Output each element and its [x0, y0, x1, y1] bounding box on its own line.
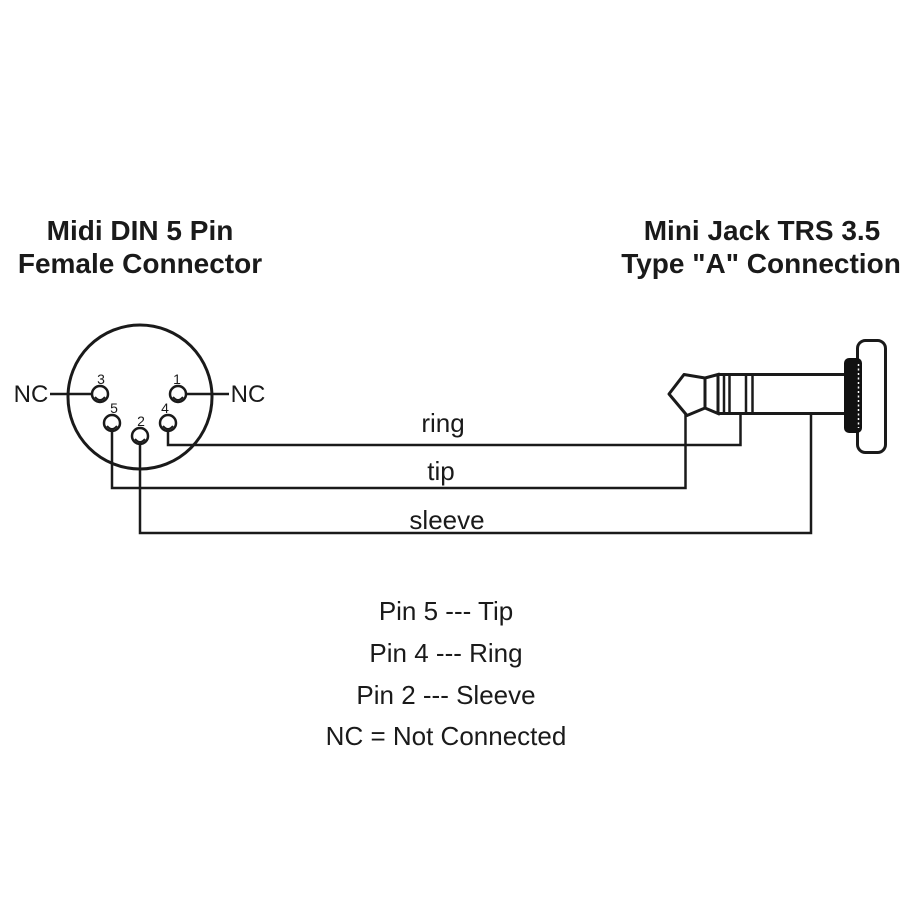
din-pin-5-number: 5 — [110, 400, 118, 416]
legend-pin5-tip: Pin 5 --- Tip — [379, 596, 513, 626]
din-pin-3-notch — [94, 396, 106, 401]
nc-label-left: NC — [14, 381, 49, 408]
wire-ring — [166, 415, 742, 447]
din-title-line1: Midi DIN 5 Pin — [47, 215, 234, 246]
din-pin-4-notch — [162, 425, 174, 430]
legend-nc-not-connected: NC = Not Connected — [326, 721, 567, 751]
din-title-line2: Female Connector — [18, 248, 262, 279]
wire-sleeve — [138, 414, 813, 535]
nc-label-right: NC — [231, 381, 266, 408]
wire-label-tip: tip — [427, 456, 454, 486]
din-pin-4: 4 — [158, 400, 178, 433]
din-pin-3-number: 3 — [97, 371, 105, 387]
din-pin-1: 1 — [168, 371, 188, 404]
wire-label-ring: ring — [421, 408, 464, 438]
legend-pin2-sleeve: Pin 2 --- Sleeve — [356, 680, 535, 710]
wire-label-sleeve: sleeve — [409, 505, 484, 535]
din-pin-4-number: 4 — [161, 400, 169, 416]
jack-knurled-collar — [844, 358, 862, 433]
din-pin-2: 2 — [130, 413, 150, 446]
din-pin-1-notch — [172, 396, 184, 401]
din-pin-1-number: 1 — [173, 371, 181, 387]
din-pin-5-notch — [106, 425, 118, 430]
din-pin-3: 3 — [90, 371, 110, 404]
din-pin-5: 5 — [102, 400, 122, 433]
jack-barrel — [718, 373, 848, 415]
jack-title-line2: Type "A" Connection — [621, 248, 900, 279]
trs-jack — [667, 339, 887, 454]
din-pin-2-notch — [134, 438, 146, 443]
legend-pin4-ring: Pin 4 --- Ring — [369, 638, 522, 668]
wire-tip — [110, 414, 687, 490]
jack-title-line1: Mini Jack TRS 3.5 — [644, 215, 881, 246]
din-pin-2-number: 2 — [137, 413, 145, 429]
jack-neck — [703, 372, 720, 416]
jack-tip — [667, 373, 707, 417]
